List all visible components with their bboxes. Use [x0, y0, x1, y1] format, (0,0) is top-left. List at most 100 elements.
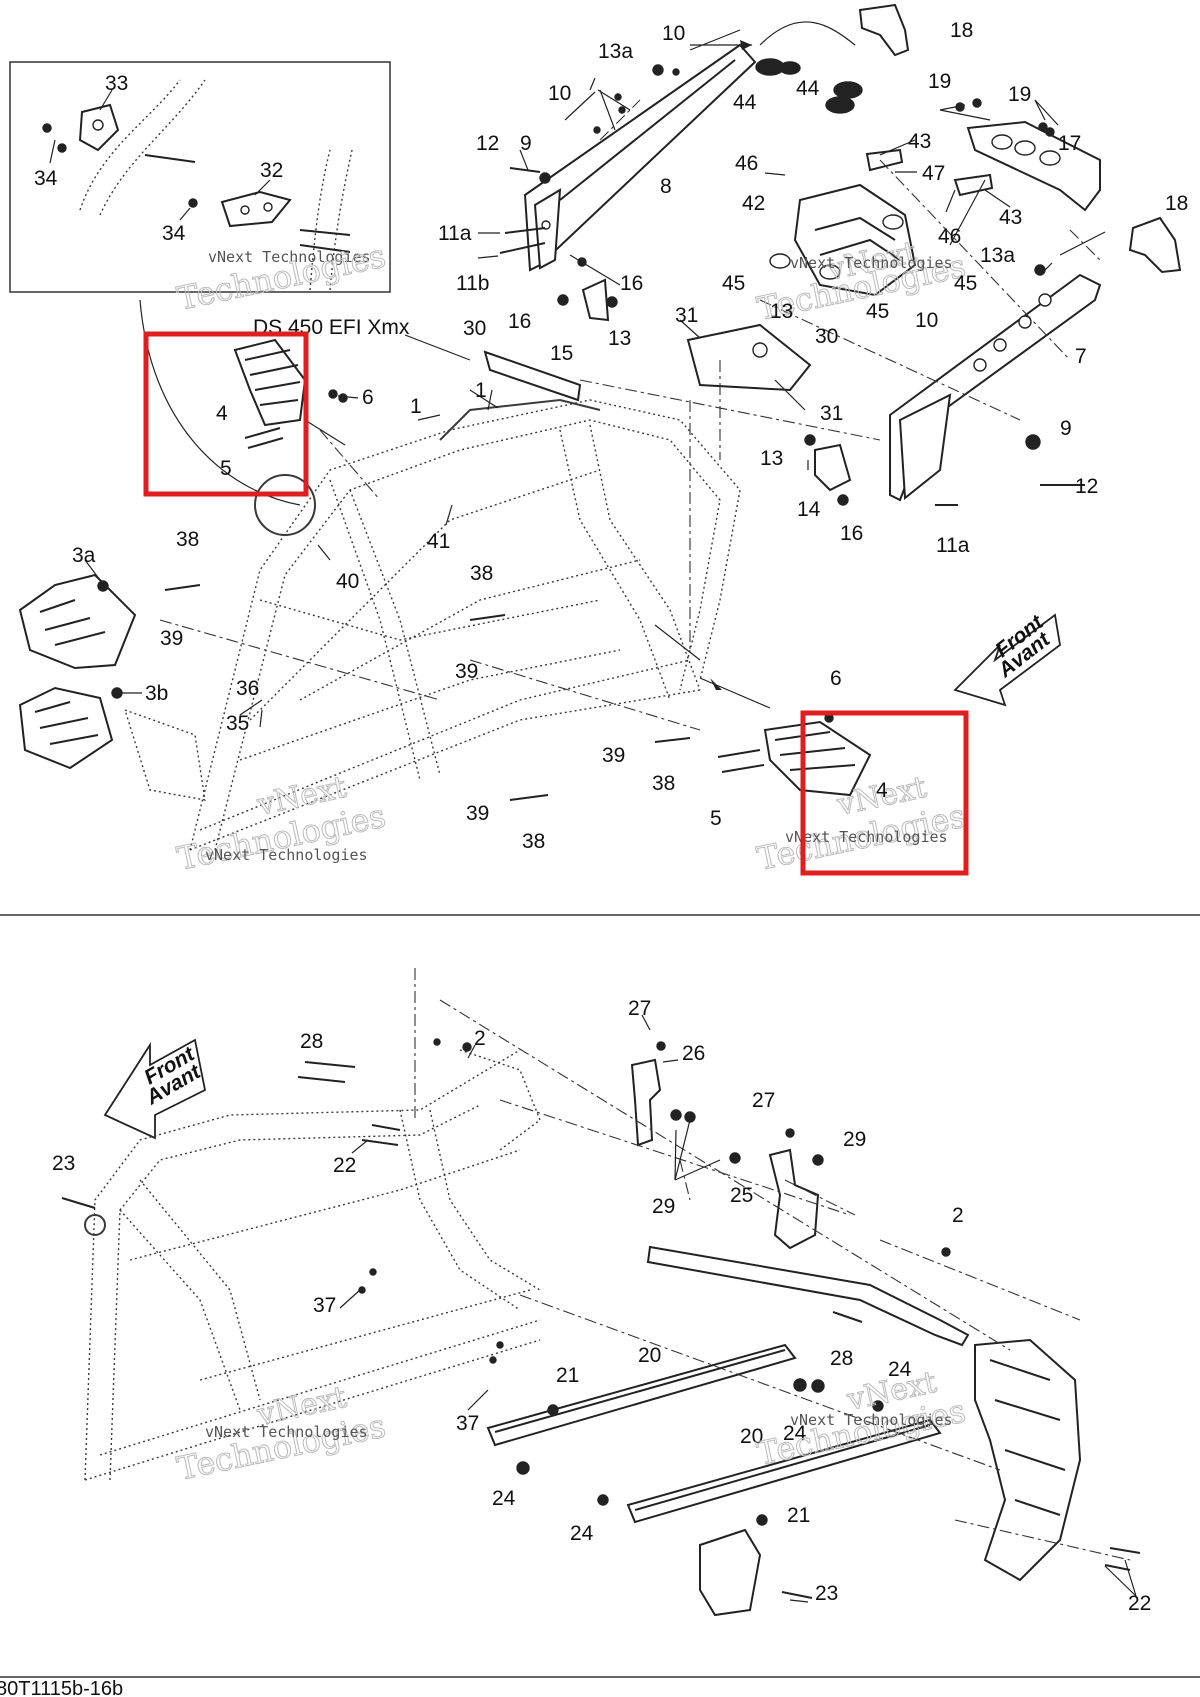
callout-10: 10 [662, 22, 685, 45]
bottom-panel: Front Avant [61, 968, 1141, 1617]
callout-24: 24 [492, 1487, 516, 1510]
rail-20-upper [486, 1343, 797, 1447]
callout-41: 41 [427, 530, 450, 553]
callout-10: 10 [915, 309, 938, 332]
svg-text:vNext Technologies: vNext Technologies [205, 846, 368, 864]
callout-15: 15 [550, 342, 573, 365]
frame-bottom-view [84, 1049, 541, 1481]
callout-6: 6 [830, 667, 842, 690]
frame-top-view [189, 398, 741, 851]
callout-18: 18 [950, 19, 973, 42]
bracket-17 [955, 98, 1101, 212]
svg-text:vNext Technologies: vNext Technologies [790, 1411, 953, 1429]
callout-14: 14 [797, 498, 821, 521]
callout-46: 46 [735, 152, 758, 175]
bottom-callouts: 2 2 28 28 22 22 23 23 27 27 26 29 29 25 … [52, 997, 1151, 1615]
callout-34: 34 [162, 222, 186, 245]
callout-39: 39 [466, 802, 489, 825]
callout-19: 19 [928, 70, 951, 93]
callout-38: 38 [652, 772, 675, 795]
front-arrow-top: Front Avant [953, 610, 1061, 707]
callout-45: 45 [722, 272, 745, 295]
callout-4: 4 [216, 402, 228, 425]
callout-31: 31 [820, 402, 843, 425]
knuckle-right [974, 1338, 1082, 1582]
callout-13a: 13a [598, 40, 633, 63]
callout-5: 5 [220, 457, 232, 480]
bracket-25 [768, 1148, 820, 1250]
callout-9: 9 [520, 132, 532, 155]
callout-35: 35 [226, 712, 249, 735]
top-callouts: 10 13a 10 12 9 8 11a 11b 16 16 15 13 30 … [72, 19, 1188, 853]
watermark-caption: vNext Technologies [208, 248, 371, 266]
svg-text:vNext Technologies: vNext Technologies [785, 828, 948, 846]
callout-29: 29 [652, 1195, 675, 1218]
callout-34: 34 [34, 167, 58, 190]
callout-43: 43 [999, 206, 1022, 229]
callout-6: 6 [362, 386, 374, 409]
callout-45: 45 [866, 300, 889, 323]
callout-38: 38 [176, 528, 199, 551]
inset-detail: 33 34 32 34 vNext Technologies [9, 61, 391, 293]
figure-code: 80T1115b-16b [0, 1678, 123, 1697]
callout-1: 1 [410, 395, 422, 418]
front-arrow-bottom: Front Avant [103, 1038, 207, 1140]
callout-23: 23 [815, 1582, 838, 1605]
callout-43: 43 [908, 130, 931, 153]
callout-39: 39 [602, 744, 625, 767]
callout-40: 40 [336, 570, 359, 593]
callout-21: 21 [787, 1504, 810, 1527]
callout-9: 9 [1060, 417, 1072, 440]
callout-42: 42 [742, 192, 765, 215]
callout-44: 44 [733, 91, 757, 114]
callout-2: 2 [952, 1204, 964, 1227]
callout-17: 17 [1058, 132, 1081, 155]
callout-23: 23 [52, 1152, 75, 1175]
callout-29: 29 [843, 1128, 866, 1151]
callout-39: 39 [160, 627, 183, 650]
callout-12: 12 [1075, 475, 1098, 498]
callout-24: 24 [783, 1422, 807, 1445]
tray-42 [769, 183, 917, 297]
callout-37: 37 [456, 1412, 479, 1435]
callout-36: 36 [236, 677, 259, 700]
top-panel: 33 34 32 34 vNext Technologies DS 450 EF… [9, 3, 1182, 878]
callout-47: 47 [922, 162, 945, 185]
callout-3b: 3b [145, 682, 168, 705]
callout-11b: 11b [456, 272, 489, 295]
callout-31: 31 [675, 304, 698, 327]
callout-30: 30 [815, 325, 838, 348]
rail-8 [499, 43, 757, 272]
callout-18: 18 [1165, 192, 1188, 215]
callout-28: 28 [830, 1347, 853, 1370]
callout-16: 16 [508, 310, 531, 333]
bracket-26 [630, 1058, 662, 1147]
callout-27: 27 [628, 997, 651, 1020]
callout-39: 39 [455, 660, 478, 683]
callout-38: 38 [470, 562, 493, 585]
rail-7 [889, 264, 1102, 506]
plate-30-right [686, 323, 812, 392]
callout-21: 21 [556, 1364, 579, 1387]
bar-right [646, 1245, 970, 1347]
callout-13: 13 [760, 447, 783, 470]
callout-16: 16 [840, 522, 863, 545]
callout-28: 28 [300, 1030, 323, 1053]
callout-1: 1 [475, 379, 487, 402]
callout-24: 24 [888, 1358, 912, 1381]
svg-text:vNext Technologies: vNext Technologies [205, 1423, 368, 1441]
mount-bottom [699, 1528, 762, 1617]
footrest-left [233, 338, 359, 449]
callout-46: 46 [938, 225, 961, 248]
bar-30-left [483, 350, 582, 402]
footrest-right [717, 713, 872, 797]
callout-38: 38 [522, 830, 545, 853]
callout-13: 13 [770, 300, 793, 323]
bracket-18-right [1128, 216, 1182, 274]
callout-45: 45 [954, 272, 977, 295]
callout-5: 5 [710, 807, 722, 830]
callout-13a: 13a [980, 244, 1015, 267]
callout-4: 4 [876, 779, 888, 802]
callout-12: 12 [476, 132, 499, 155]
bracket-18-top [858, 3, 910, 57]
